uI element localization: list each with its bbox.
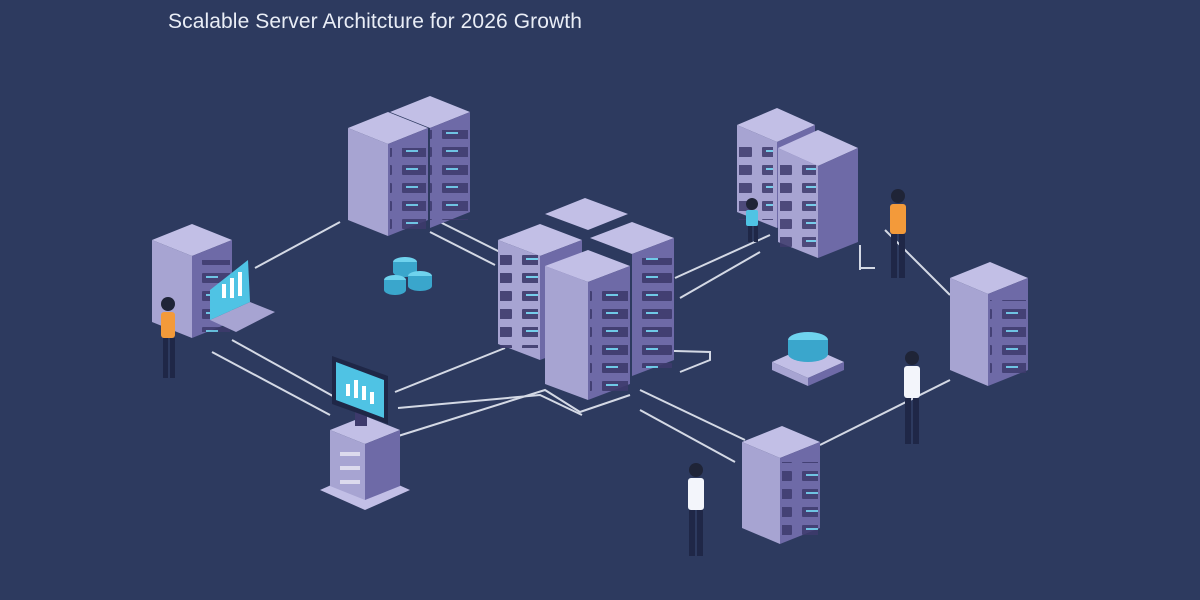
- person-icon: [904, 351, 920, 444]
- laptop-chart-icon: [210, 260, 275, 332]
- server-rack-bottom: [742, 426, 820, 544]
- server-rack-top-left: [348, 96, 470, 236]
- person-icon: [746, 198, 758, 242]
- network-connections: [211, 221, 951, 463]
- storage-platform: [772, 332, 844, 386]
- page-title: Scalable Server Architcture for 2026 Gro…: [168, 10, 582, 33]
- monitor-chart-icon: [332, 356, 388, 426]
- person-icon: [161, 297, 175, 378]
- database-cylinder-icon: [384, 257, 432, 295]
- server-rack-top-right: [737, 108, 858, 258]
- monitor-tower: [320, 416, 410, 510]
- person-icon: [890, 189, 906, 278]
- person-icon: [688, 463, 704, 556]
- central-server-cluster: [498, 198, 674, 400]
- server-rack-right: [950, 262, 1028, 386]
